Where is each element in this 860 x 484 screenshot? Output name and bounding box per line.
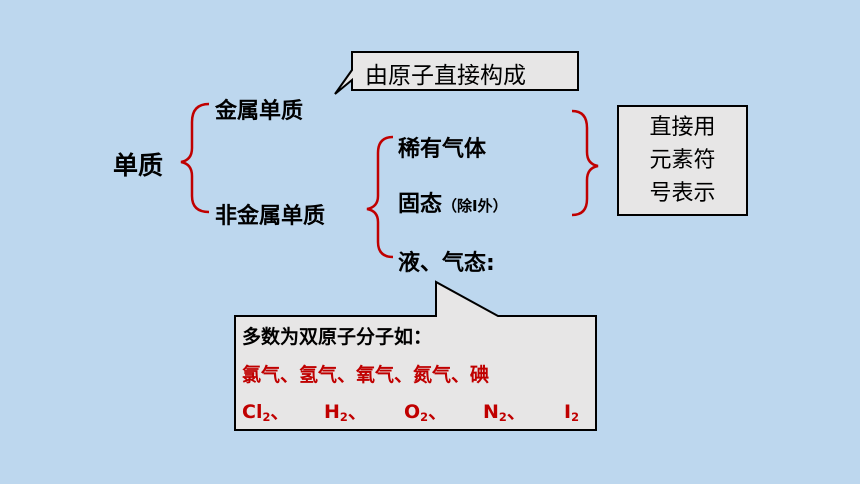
formula-h2: H2、 xyxy=(324,401,367,424)
bottom-heading: 多数为双原子分子如： xyxy=(242,326,433,348)
metal-label: 金属单质 xyxy=(215,99,304,124)
symbol-box: 直接用 元素符 号表示 xyxy=(617,105,748,216)
root-brace xyxy=(180,102,210,214)
bottom-callout-bubble xyxy=(234,280,597,431)
element-names: 氯气、氢气、氧气、氮气、碘 xyxy=(242,364,490,386)
solid-row: 固态（除I外） xyxy=(398,186,508,218)
formula-row: Cl2、 H2、 O2、 N2、 I2 xyxy=(242,397,579,424)
solid-label: 固态 xyxy=(398,192,443,217)
noble-gas-label: 稀有气体 xyxy=(398,137,487,162)
right-brace xyxy=(571,109,599,217)
nonmetal-label: 非金属单质 xyxy=(215,204,326,229)
formula-cl2: Cl2、 xyxy=(242,401,290,424)
solid-note: （除I外） xyxy=(442,197,508,215)
liquid-gas-label: 液、气态: xyxy=(398,251,495,276)
formula-n2: N2、 xyxy=(483,401,526,424)
formula-i2: I2 xyxy=(564,401,580,424)
symbol-line-1: 直接用 xyxy=(649,115,716,140)
symbol-line-2: 元素符 xyxy=(649,148,716,173)
formula-o2: O2、 xyxy=(404,401,448,424)
callout-top-bubble xyxy=(334,51,579,95)
symbol-line-3: 号表示 xyxy=(649,181,716,206)
nonmetal-brace xyxy=(366,135,394,259)
root-label: 单质 xyxy=(113,151,164,180)
callout-top-text: 由原子直接构成 xyxy=(365,63,526,89)
